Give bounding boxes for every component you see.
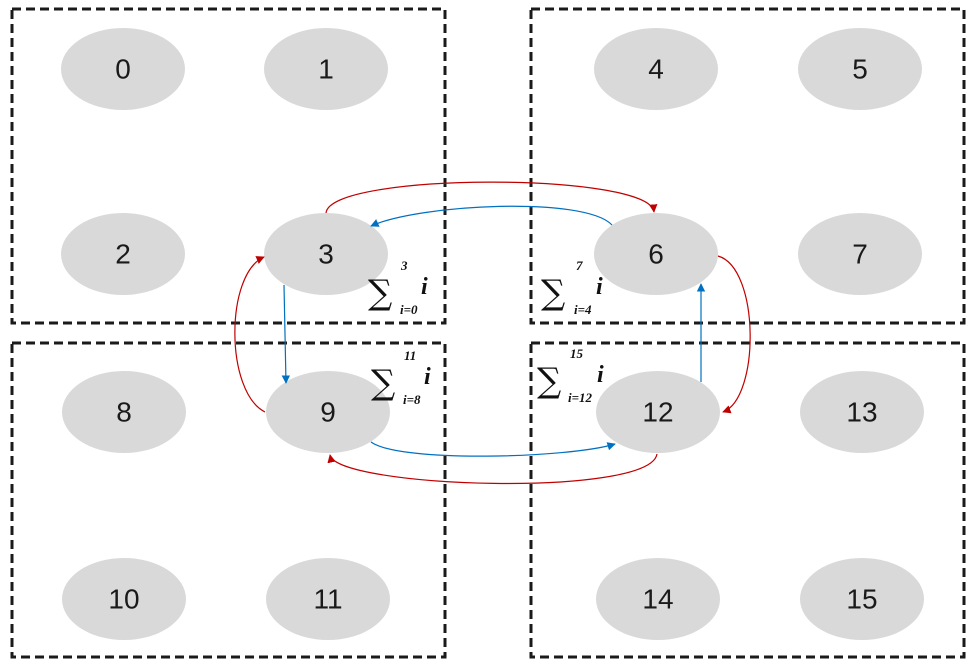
node-label: 7 xyxy=(852,239,868,270)
group-box-bottom-right xyxy=(529,341,966,659)
node-7: 7 xyxy=(798,213,922,295)
node-6: 6 xyxy=(594,213,718,295)
sum-sigma: ∑ xyxy=(541,273,565,313)
node-11: 11 xyxy=(266,558,390,640)
red-arrow-12-to-9 xyxy=(327,453,658,485)
node-9: 9 xyxy=(266,371,390,453)
node-3: 3 xyxy=(264,213,388,295)
node-label: 4 xyxy=(648,54,664,85)
sum-sigma: ∑ xyxy=(368,273,392,313)
sum-formula-12-15: ∑ 15 i=12 i xyxy=(537,346,604,405)
red-arrow-9-to-3 xyxy=(234,256,266,413)
node-label: 15 xyxy=(846,584,877,615)
blue-arrow-3-to-9 xyxy=(281,284,291,384)
node-15: 15 xyxy=(800,558,924,640)
sum-lower-limit: i=4 xyxy=(574,302,592,317)
sum-variable: i xyxy=(597,362,604,388)
group-box-top-right xyxy=(529,7,966,325)
blue-arrow-9-to-12 xyxy=(370,441,616,457)
node-label: 2 xyxy=(115,239,131,270)
node-label: 9 xyxy=(320,397,336,428)
node-4: 4 xyxy=(594,28,718,110)
red-arrow-6-to-12 xyxy=(717,255,751,414)
node-0: 0 xyxy=(61,28,185,110)
node-label: 1 xyxy=(318,54,334,85)
sum-upper-limit: 7 xyxy=(576,258,583,273)
sum-variable: i xyxy=(424,364,431,390)
node-2: 2 xyxy=(61,213,185,295)
red-arrow-3-to-6 xyxy=(325,181,658,214)
node-14: 14 xyxy=(596,558,720,640)
node-label: 13 xyxy=(846,397,877,428)
sum-upper-limit: 11 xyxy=(404,348,416,363)
sum-lower-limit: i=12 xyxy=(568,390,593,405)
node-label: 14 xyxy=(642,584,673,615)
group-box-top-left xyxy=(10,7,447,325)
node-12: 12 xyxy=(596,371,720,453)
sum-lower-limit: i=8 xyxy=(403,392,421,407)
node-5: 5 xyxy=(798,28,922,110)
node-label: 0 xyxy=(115,54,131,85)
sum-formula-4-7: ∑ 7 i=4 i xyxy=(541,258,603,317)
node-label: 10 xyxy=(108,584,139,615)
sum-variable: i xyxy=(421,274,428,300)
group-box-bottom-left xyxy=(10,341,447,659)
sum-formula-8-11: ∑ 11 i=8 i xyxy=(371,348,431,407)
sum-upper-limit: 15 xyxy=(570,346,584,361)
blue-arrow-6-to-3 xyxy=(370,205,613,227)
node-1: 1 xyxy=(264,28,388,110)
node-10: 10 xyxy=(62,558,186,640)
sum-sigma: ∑ xyxy=(371,363,395,403)
node-13: 13 xyxy=(800,371,924,453)
sum-formula-0-3: ∑ 3 i=0 i xyxy=(368,258,428,317)
node-label: 11 xyxy=(313,584,342,615)
node-label: 3 xyxy=(318,239,334,270)
sum-sigma: ∑ xyxy=(537,361,561,401)
sum-upper-limit: 3 xyxy=(400,258,408,273)
node-label: 5 xyxy=(852,54,868,85)
node-label: 12 xyxy=(642,397,673,428)
node-label: 8 xyxy=(116,397,132,428)
sum-variable: i xyxy=(596,274,603,300)
sum-lower-limit: i=0 xyxy=(400,302,418,317)
node-8: 8 xyxy=(62,371,186,453)
node-label: 6 xyxy=(648,239,664,270)
